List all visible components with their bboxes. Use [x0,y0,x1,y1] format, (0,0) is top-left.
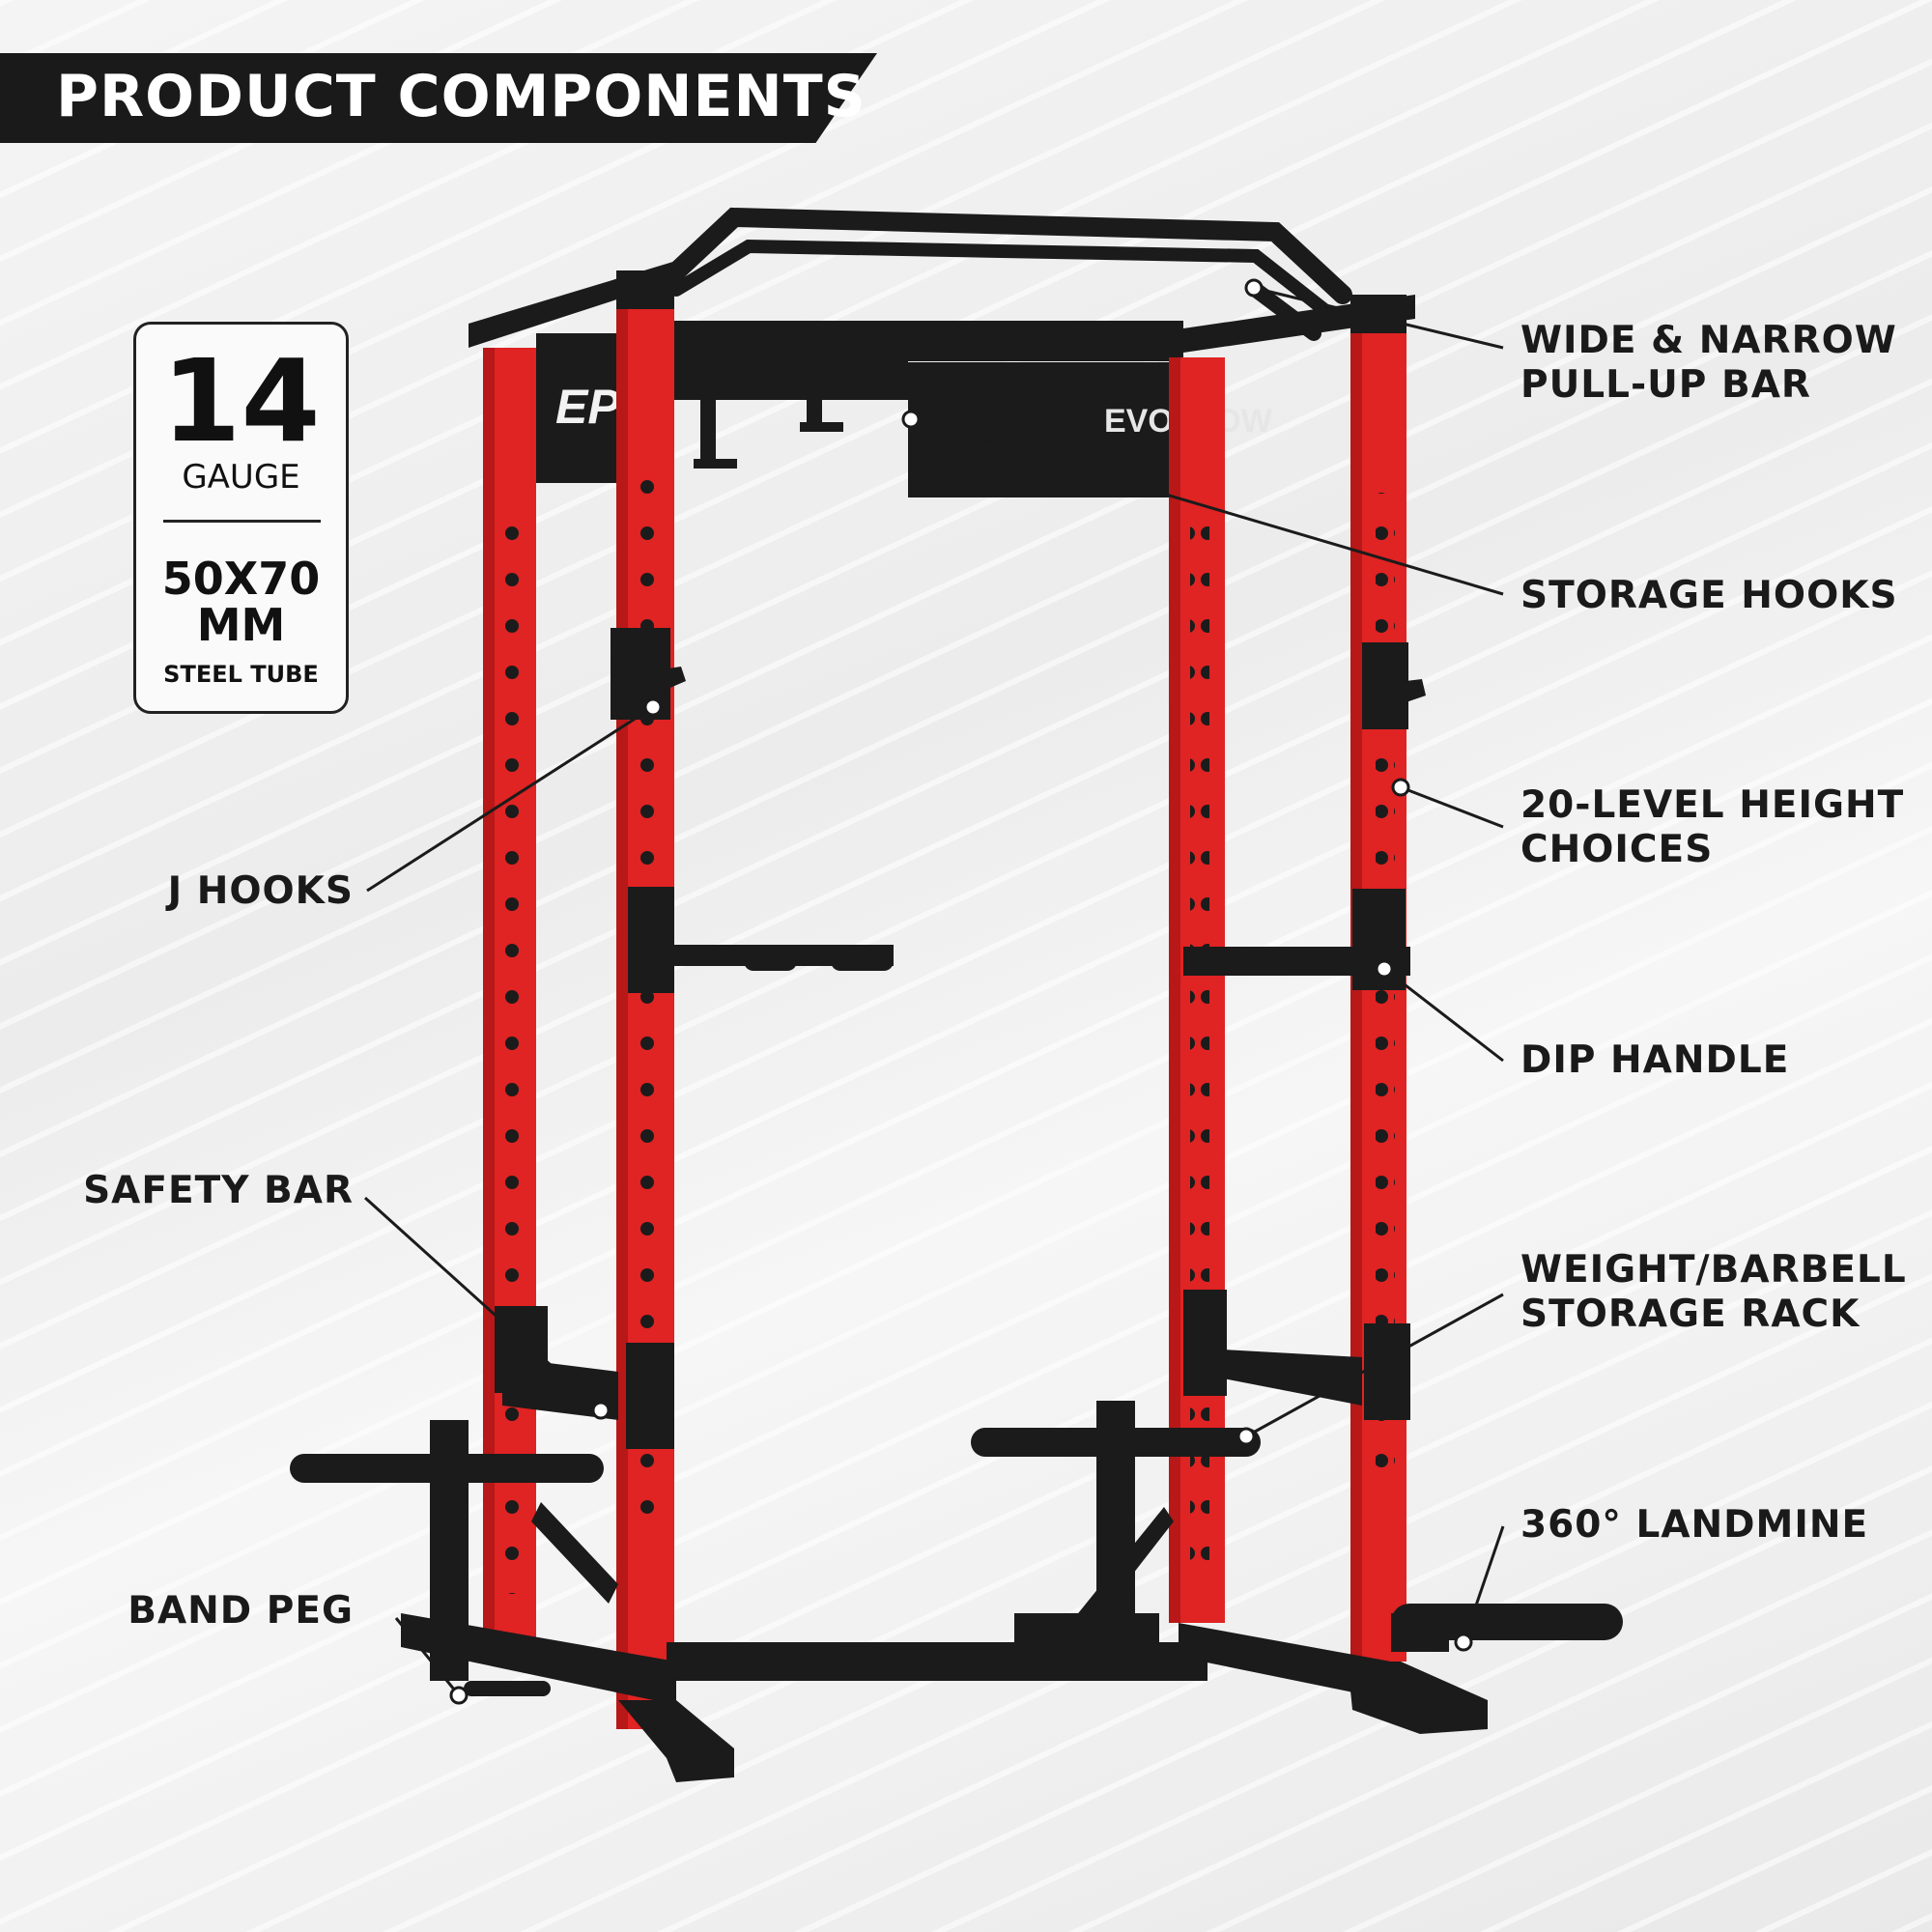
safety-bars [495,1290,1410,1449]
dip-handles [628,887,1410,993]
page-title: PRODUCT COMPONENTS [56,63,867,130]
label-dip-handle: DIP HANDLE [1520,1038,1790,1082]
label-height-choices: 20-LEVEL HEIGHT CHOICES [1520,783,1905,871]
header-banner [0,53,877,143]
tube-unit: MM [196,599,286,651]
label-storage-hooks: STORAGE HOOKS [1520,574,1898,617]
label-pullup-bar: WIDE & NARROW PULL-UP BAR [1520,319,1897,407]
j-hooks [611,628,1426,729]
label-band-peg: BAND PEG [128,1589,354,1633]
label-weight-storage: WEIGHT/BARBELL STORAGE RACK [1520,1248,1907,1336]
callout-dots [449,278,1473,1705]
base-frame [401,1604,1623,1782]
callout-lines [363,286,1505,1696]
spec-divider [163,520,321,523]
brand-logo: EP [555,380,620,434]
gauge-label: GAUGE [182,458,300,497]
tube-size: 50X70 [161,553,321,605]
label-j-hooks: J HOOKS [167,869,354,913]
label-safety-bar: SAFETY BAR [83,1169,354,1212]
spec-box: 14 GAUGE 50X70 MM STEEL TUBE [133,322,349,714]
gauge-number: 14 [161,334,321,468]
label-landmine: 360° LANDMINE [1520,1503,1869,1547]
pullup-bar [647,207,1352,341]
tube-label: STEEL TUBE [163,661,319,688]
